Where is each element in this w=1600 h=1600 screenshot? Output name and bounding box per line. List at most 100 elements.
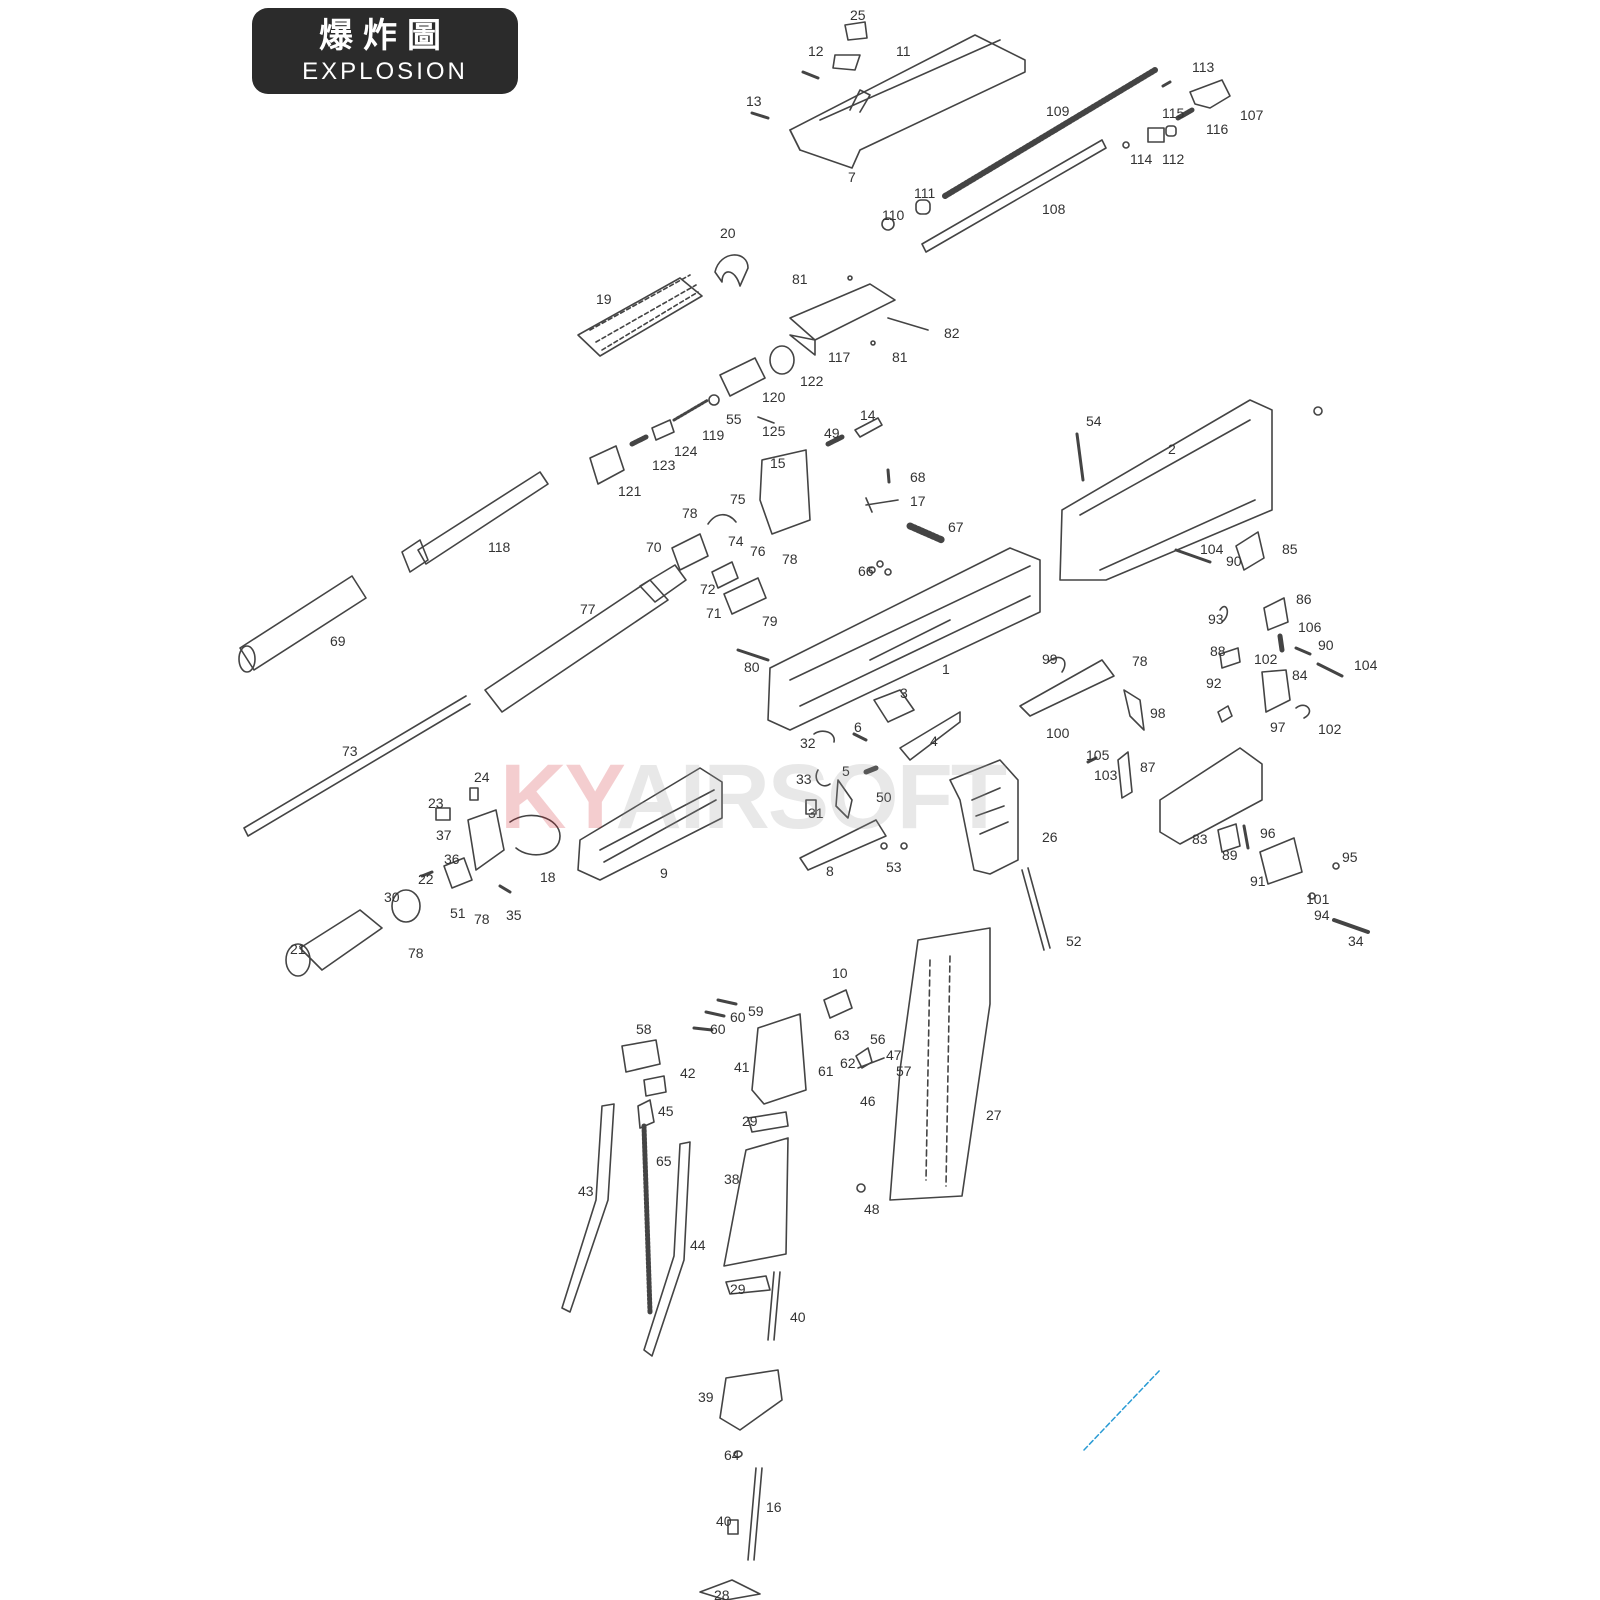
part-24 [469,787,479,801]
part-23 [435,807,451,821]
part-28 [699,1579,761,1600]
callout-58: 58 [636,1021,652,1037]
callout-3: 3 [900,685,908,701]
callout-37: 37 [436,827,452,843]
callout-34: 34 [1348,933,1364,949]
callout-31: 31 [808,805,824,821]
part-front-sight-block [467,809,505,871]
part-15 [759,449,811,535]
part-13 [750,111,770,120]
part-121 [589,445,625,485]
callout-56: 56 [870,1031,886,1047]
part-111 [915,199,931,215]
callout-83: 83 [1192,831,1208,847]
part-94 [1308,892,1316,900]
callout-60: 60 [730,1009,746,1025]
callout-118: 118 [488,539,511,555]
part-122-oring [769,345,795,375]
part-93 [1219,605,1229,623]
callout-63: 63 [834,1027,850,1043]
callout-78: 78 [474,911,490,927]
part-42 [643,1075,667,1097]
callout-7: 7 [848,169,856,185]
part-2-stock [1059,399,1273,581]
callout-106: 106 [1298,619,1322,635]
callout-67: 67 [948,519,964,535]
part-106 [1277,633,1285,653]
part-81 [847,275,853,281]
callout-35: 35 [506,907,522,923]
part-55 [708,394,720,406]
part-123 [629,434,649,447]
callout-71: 71 [706,605,722,621]
callout-32: 32 [800,735,816,751]
callout-86: 86 [1296,591,1312,607]
part-9-lower-handguard [577,767,723,881]
callout-47: 47 [886,1047,902,1063]
callout-26: 26 [1042,829,1058,845]
callout-112: 112 [1162,151,1185,167]
watermark: KYAIRSOFT [500,745,1007,850]
part-22 [420,870,434,878]
callout-123: 123 [652,457,676,473]
part-107 [1189,79,1231,109]
part-105 [1086,756,1098,764]
callout-105: 105 [1086,747,1110,763]
callout-90: 90 [1318,637,1334,653]
part-3 [873,689,915,723]
part-113 [1161,80,1172,88]
part-118 [417,471,549,565]
callout-14: 14 [860,407,876,423]
callout-62: 62 [840,1055,856,1071]
callout-85: 85 [1282,541,1298,557]
callout-91: 91 [1250,873,1266,889]
callout-81: 81 [792,271,808,287]
callout-88: 88 [1210,643,1226,659]
part-38 [723,1137,789,1267]
callout-78: 78 [682,505,698,521]
part-62 [855,1047,873,1069]
part-116 [1175,107,1195,121]
callout-108: 108 [1042,201,1066,217]
part-8 [799,819,887,871]
callout-115: 115 [1162,105,1185,121]
callout-65: 65 [656,1153,672,1169]
callout-73: 73 [342,743,358,759]
callout-1: 1 [942,661,950,677]
callout-41: 41 [734,1059,750,1075]
part-67-spring [906,522,946,544]
callout-113: 113 [1192,59,1215,75]
part-51 [443,857,473,889]
part-12 [801,70,820,80]
part-32 [813,730,835,743]
part-34 [1332,918,1370,934]
callout-110: 110 [882,207,905,223]
callout-5: 5 [842,763,850,779]
part-117 [789,283,896,356]
callout-101: 101 [1306,891,1330,907]
part-20 [714,254,749,287]
part-65-spring [641,1123,653,1315]
callout-74: 74 [728,533,744,549]
callout-111: 111 [914,185,935,201]
callout-124: 124 [674,443,698,459]
part-40-upper [767,1271,781,1341]
part-83 [1159,747,1263,845]
callout-98: 98 [1150,705,1166,721]
callout-122: 122 [800,373,824,389]
callout-72: 72 [700,581,716,597]
part-99 [1047,656,1066,673]
callout-81: 81 [892,349,908,365]
part-69 [239,575,367,671]
callout-95: 95 [1342,849,1358,865]
callout-25: 25 [850,7,866,23]
part-125 [757,416,775,424]
callout-28: 28 [714,1587,730,1600]
part-90 [1294,646,1312,656]
part-98 [1123,689,1145,731]
callout-102: 102 [1318,721,1342,737]
part-small-screw [1313,406,1323,416]
part-11 [832,54,861,71]
